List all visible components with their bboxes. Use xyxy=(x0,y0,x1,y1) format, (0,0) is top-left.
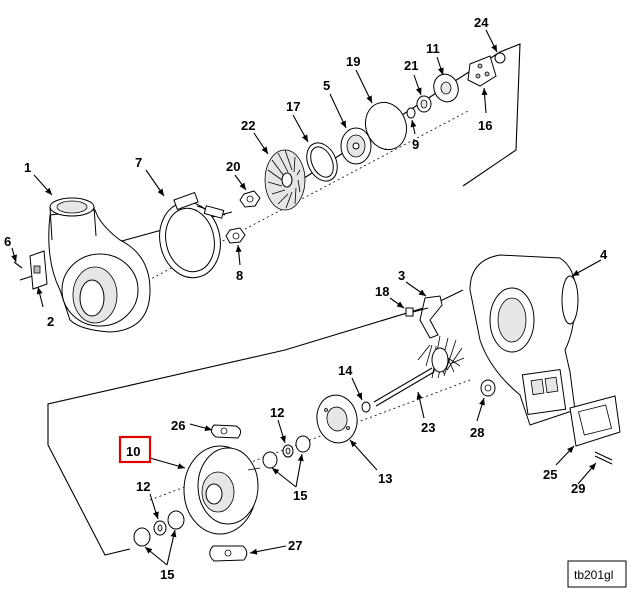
callout-1: 1 xyxy=(24,160,31,175)
callout-14: 14 xyxy=(338,363,353,378)
gasket-part xyxy=(569,395,621,447)
callout-20: 20 xyxy=(226,159,240,174)
callout-24: 24 xyxy=(474,15,489,30)
callout-26: 26 xyxy=(171,418,185,433)
callout-8: 8 xyxy=(236,268,243,283)
v-band-clamp-part xyxy=(159,191,226,279)
callout-labels: 1 2 3 4 5 6 7 8 9 10 11 12 12 13 14 15 1… xyxy=(4,15,608,582)
plate-part xyxy=(467,55,497,87)
journal-bearing-lower-part xyxy=(153,520,167,536)
callout-16: 16 xyxy=(478,118,492,133)
plug-part xyxy=(480,379,496,397)
washer-part xyxy=(494,52,506,64)
seal-ring-part xyxy=(406,107,416,119)
callout-17: 17 xyxy=(286,99,300,114)
callout-27: 27 xyxy=(288,538,302,553)
callout-4: 4 xyxy=(600,247,608,262)
callout-6: 6 xyxy=(4,234,11,249)
callout-15-lower: 15 xyxy=(160,567,174,582)
label-plate-part xyxy=(29,250,48,290)
retaining-rings-lower-part xyxy=(133,510,185,547)
callout-22: 22 xyxy=(241,118,255,133)
callout-18: 18 xyxy=(375,284,389,299)
callout-29: 29 xyxy=(571,481,585,496)
compressor-wheel-part xyxy=(264,149,306,211)
callout-23: 23 xyxy=(421,420,435,435)
lock-nut-part xyxy=(225,227,246,244)
oil-inlet-gasket-part xyxy=(210,424,242,439)
stud-part xyxy=(594,451,613,465)
callout-3: 3 xyxy=(398,268,405,283)
callout-7: 7 xyxy=(135,155,142,170)
bolt-part xyxy=(405,307,429,317)
callout-11: 11 xyxy=(426,41,440,56)
callout-21: 21 xyxy=(404,58,418,73)
figure-id-label: tb201gl xyxy=(574,568,613,582)
callout-28: 28 xyxy=(470,425,484,440)
callout-15-center: 15 xyxy=(293,488,307,503)
insert-part xyxy=(340,127,372,165)
compressor-housing-part xyxy=(48,197,151,333)
callout-12-center: 12 xyxy=(270,405,284,420)
screw-part xyxy=(13,261,23,269)
callout-19: 19 xyxy=(346,54,360,69)
oil-outlet-gasket-part xyxy=(209,545,248,562)
callout-12-lower: 12 xyxy=(136,479,150,494)
heat-shield-part xyxy=(316,394,358,444)
thrust-collar-part xyxy=(416,95,432,113)
leader-arrows xyxy=(11,29,602,566)
turbine-housing-part xyxy=(469,254,579,426)
callout-25: 25 xyxy=(543,467,557,482)
snap-ring-part xyxy=(306,142,338,182)
callout-10[interactable]: 10 xyxy=(126,444,140,459)
piston-ring-part xyxy=(361,401,371,413)
turbine-wheel-shaft-part xyxy=(373,335,465,407)
bearing-housing-part xyxy=(183,445,261,535)
figure-id-box: tb201gl xyxy=(567,560,627,588)
highlight-box xyxy=(118,435,152,464)
clamp-plate-part xyxy=(419,295,443,339)
callout-9: 9 xyxy=(412,137,419,152)
o-ring-part xyxy=(364,101,408,151)
thrust-bearing-part xyxy=(433,73,459,103)
callout-5: 5 xyxy=(323,78,330,93)
compressor-nut-part xyxy=(239,190,261,208)
retaining-rings-part xyxy=(262,435,311,469)
callout-13: 13 xyxy=(378,471,392,486)
journal-bearing-part xyxy=(282,444,294,458)
callout-2: 2 xyxy=(47,314,54,329)
